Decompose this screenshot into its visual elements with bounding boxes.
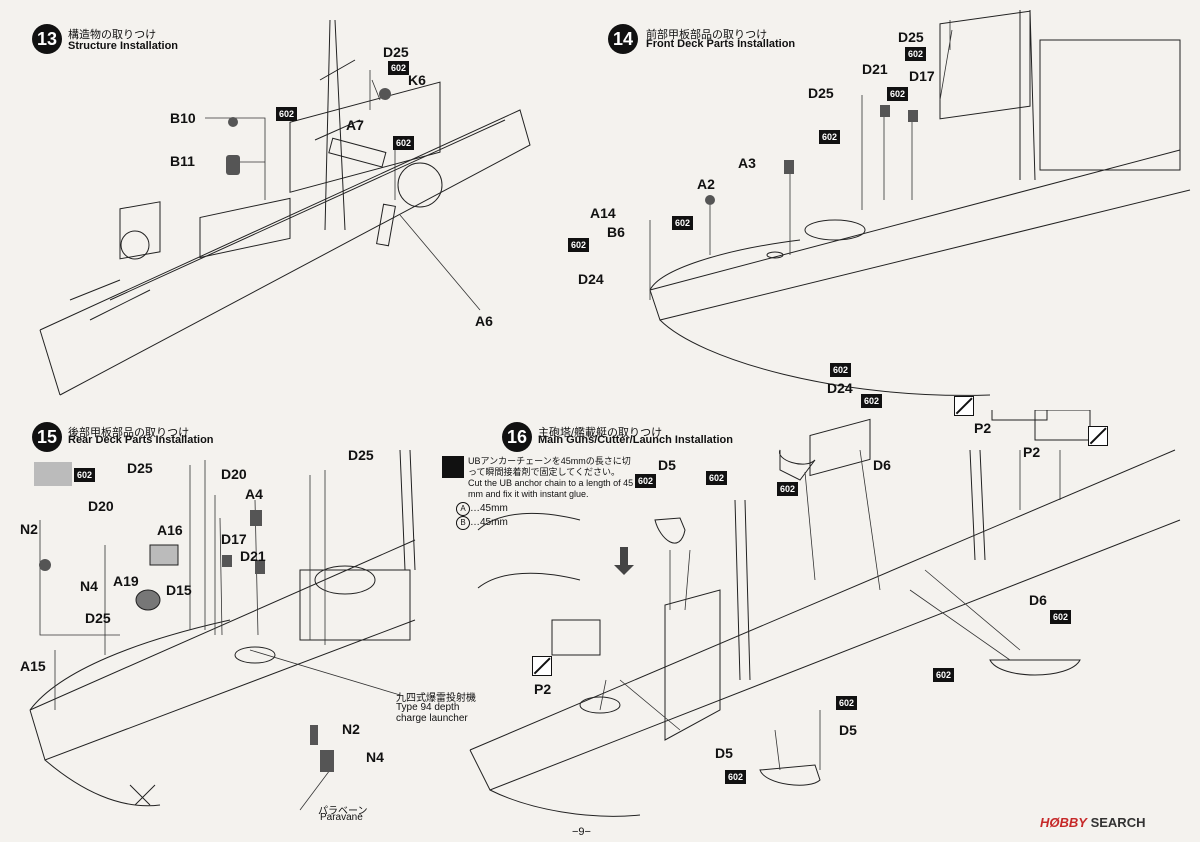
- paint-code: 602: [836, 696, 858, 710]
- step-title-en: Main Guns/Cutter/Launch Installation: [538, 434, 733, 446]
- step-title-en: Front Deck Parts Installation: [646, 38, 796, 50]
- step-number: 13: [32, 24, 62, 54]
- part-label: A4: [245, 486, 263, 502]
- paint-code: 602: [933, 668, 955, 682]
- part-label: A6: [475, 313, 493, 329]
- part-label: D21: [240, 548, 266, 564]
- part-label: N2: [342, 721, 360, 737]
- part-label: D25: [85, 610, 111, 626]
- part-label: D21: [862, 61, 888, 77]
- part-label: D5: [715, 745, 733, 761]
- paint-code: 602: [819, 130, 841, 144]
- part-label: A15: [20, 658, 46, 674]
- part-label: D25: [127, 460, 153, 476]
- step-15-panel: 15 後部甲板部品の取りつけ Rear Deck Parts Installat…: [0, 410, 476, 823]
- anchor-length-a: A…45mm: [456, 502, 508, 516]
- part-label: B10: [170, 110, 196, 126]
- step-15-drawing: [29, 449, 416, 811]
- step-title-en: Structure Installation: [68, 40, 179, 52]
- part-label: D6: [1029, 592, 1047, 608]
- part-label: D24: [827, 380, 853, 396]
- part-label: D24: [578, 271, 604, 287]
- paint-code: 602: [635, 474, 657, 488]
- part-label: A19: [113, 573, 139, 589]
- page-number: −9−: [572, 826, 591, 838]
- anchor-note-jp: UBアンカーチェーンを45mmの長さに切って瞬間接着剤で固定してください。: [468, 456, 631, 477]
- anchor-a-marker: A: [456, 502, 470, 516]
- anchor-a-length: …45mm: [470, 503, 508, 514]
- step-title-jp: 主砲塔/艦載艇の取りつけ: [538, 427, 663, 439]
- paint-code: 602: [887, 87, 909, 101]
- step-13-panel: 13 構造物の取りつけ Structure Installation D25 6…: [0, 0, 540, 410]
- step-number: 14: [608, 24, 638, 54]
- part-label: D25: [808, 85, 834, 101]
- step-title-jp: 構造物の取りつけ: [68, 29, 157, 41]
- anchor-note-en: Cut the UB anchor chain to a length of 4…: [468, 478, 634, 499]
- part-label: D17: [221, 531, 247, 547]
- no-glue-icon: [532, 656, 552, 676]
- step-14-drawing: [649, 9, 1191, 396]
- anchor-length-b: B…45mm: [456, 516, 508, 530]
- part-label: D5: [839, 722, 857, 738]
- step-title-en: Rear Deck Parts Installation: [68, 434, 214, 446]
- part-label: P2: [1023, 444, 1041, 460]
- step-16-panel: 16 主砲塔/艦載艇の取りつけ Main Guns/Cutter/Launch …: [420, 394, 1200, 820]
- paint-code: 602: [276, 107, 298, 121]
- step-title-jp: 前部甲板部品の取りつけ: [646, 29, 768, 41]
- depth-charge-label-jp: 九四式爆雷投射機: [396, 693, 476, 704]
- no-glue-icon: [1088, 426, 1108, 446]
- part-label: D5: [658, 457, 676, 473]
- paravane-label-en: Paravane: [320, 812, 363, 823]
- paint-code: 602: [568, 238, 590, 252]
- logo-search: SEARCH: [1090, 815, 1146, 830]
- paint-code: 602: [830, 363, 852, 377]
- part-label: A2: [697, 176, 715, 192]
- part-label: D25: [898, 29, 924, 45]
- part-label: D20: [221, 466, 247, 482]
- paint-code: 602: [905, 47, 927, 61]
- part-label: A3: [738, 155, 756, 171]
- paint-code: 602: [777, 482, 799, 496]
- paint-code: 602: [393, 136, 415, 150]
- step-number: 16: [502, 422, 532, 452]
- part-label: D25: [348, 447, 374, 463]
- depth-charge-label-en: Type 94 depth charge launcher: [396, 702, 468, 724]
- step-16-drawing: [469, 410, 1181, 817]
- no-glue-icon: [954, 396, 974, 416]
- paint-code: 602: [74, 468, 96, 482]
- part-label: K6: [408, 72, 426, 88]
- part-label: D6: [873, 457, 891, 473]
- part-label: N4: [366, 749, 384, 765]
- paint-code: 602: [861, 394, 883, 408]
- part-label: D20: [88, 498, 114, 514]
- part-label: P2: [974, 420, 992, 436]
- paint-code: 602: [706, 471, 728, 485]
- step-title-jp: 後部甲板部品の取りつけ: [68, 427, 190, 439]
- part-label: P2: [534, 681, 552, 697]
- part-label: D17: [909, 68, 935, 84]
- paint-code: 602: [1050, 610, 1072, 624]
- part-label: D25: [383, 44, 409, 60]
- part-label: N4: [80, 578, 98, 594]
- no-glue-icon: [442, 456, 464, 478]
- anchor-b-length: …45mm: [470, 517, 508, 528]
- part-label: A16: [157, 522, 183, 538]
- part-label: B6: [607, 224, 625, 240]
- step-14-panel: 14 前部甲板部品の取りつけ Front Deck Parts Installa…: [540, 0, 1200, 410]
- step-number: 15: [32, 422, 62, 452]
- paint-swatch: [34, 462, 72, 486]
- part-label: B11: [170, 153, 195, 169]
- anchor-b-marker: B: [456, 516, 470, 530]
- paint-code: 602: [388, 61, 410, 75]
- paravane-label-jp: パラベーン: [318, 806, 368, 817]
- logo-hobby: HØBBY: [1040, 815, 1087, 830]
- part-label: A14: [590, 205, 616, 221]
- paint-code: 602: [672, 216, 694, 230]
- part-label: A7: [346, 117, 364, 133]
- part-label: D15: [166, 582, 192, 598]
- step-13-drawing: [39, 19, 531, 396]
- paint-code: 602: [725, 770, 747, 784]
- hobbysearch-logo: HØBBY SEARCH: [1040, 815, 1145, 830]
- part-label: N2: [20, 521, 38, 537]
